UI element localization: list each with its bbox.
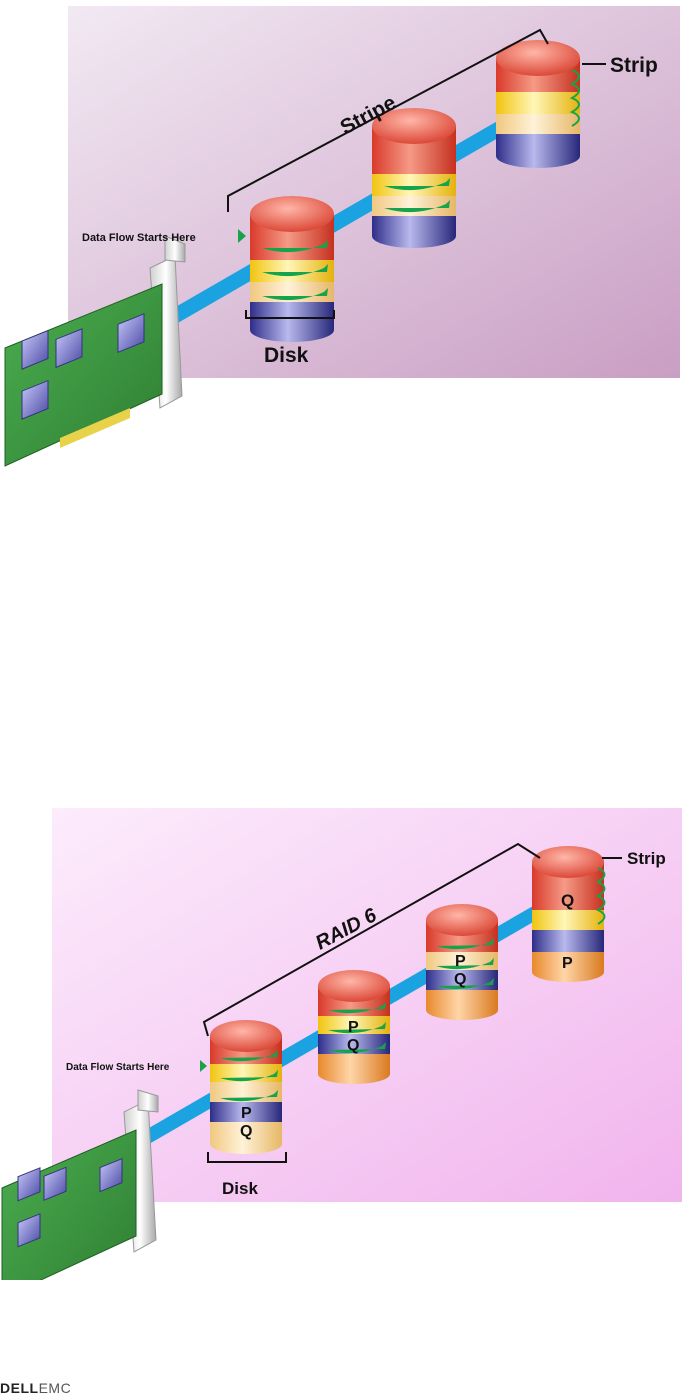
stripe-bracket (227, 28, 549, 212)
raid6-bracket (202, 842, 541, 1037)
raid0-stripe-diagram: Stripe Strip Disk Data Flow Starts Here (0, 0, 682, 480)
disk-bracket (207, 1152, 287, 1163)
parity-q-label: Q (240, 1123, 252, 1140)
disk-4: Q P (532, 846, 606, 982)
data-flow-arrow-icon (200, 1060, 207, 1072)
data-flow-label: Data Flow Starts Here (66, 1062, 170, 1073)
parity-p-label: P (348, 1019, 359, 1036)
data-pipe (160, 104, 536, 328)
brand-dell: DELL (0, 1380, 39, 1396)
disk-label: Disk (264, 344, 309, 367)
parity-q-label: Q (454, 971, 466, 988)
disk-2 (372, 108, 456, 248)
disk-1 (250, 196, 334, 342)
raid6-diagram: P Q P Q P Q Q P (0, 800, 682, 1299)
parity-p-label: P (562, 955, 573, 972)
stripe-diagram-svg: Stripe Strip Disk Data Flow Starts Here (4, 6, 680, 467)
raid-controller-card (1, 1089, 159, 1299)
disk-3 (496, 40, 580, 168)
raid-controller-card (4, 235, 186, 467)
brand-emc: EMC (38, 1380, 72, 1396)
disk-1: P Q (210, 1020, 282, 1154)
data-flow-label: Data Flow Starts Here (82, 232, 196, 244)
parity-p-label: P (455, 953, 466, 970)
disk-bracket (245, 310, 335, 319)
chip-icon (21, 329, 49, 370)
parity-q-label: Q (347, 1037, 359, 1054)
dell-emc-logo: DELLEMC (0, 1380, 71, 1396)
disk-label: Disk (222, 1179, 258, 1198)
disk-2: P Q (318, 970, 390, 1084)
strip-label: Strip (610, 54, 658, 77)
disk-3: P Q (426, 904, 498, 1020)
chip-icon (17, 1167, 41, 1202)
parity-p-label: P (241, 1105, 252, 1122)
data-flow-arrow-icon (238, 229, 246, 243)
parity-q-label: Q (561, 891, 574, 910)
raid6-diagram-svg: P Q P Q P Q Q P (1, 808, 682, 1299)
strip-label: Strip (627, 849, 666, 868)
